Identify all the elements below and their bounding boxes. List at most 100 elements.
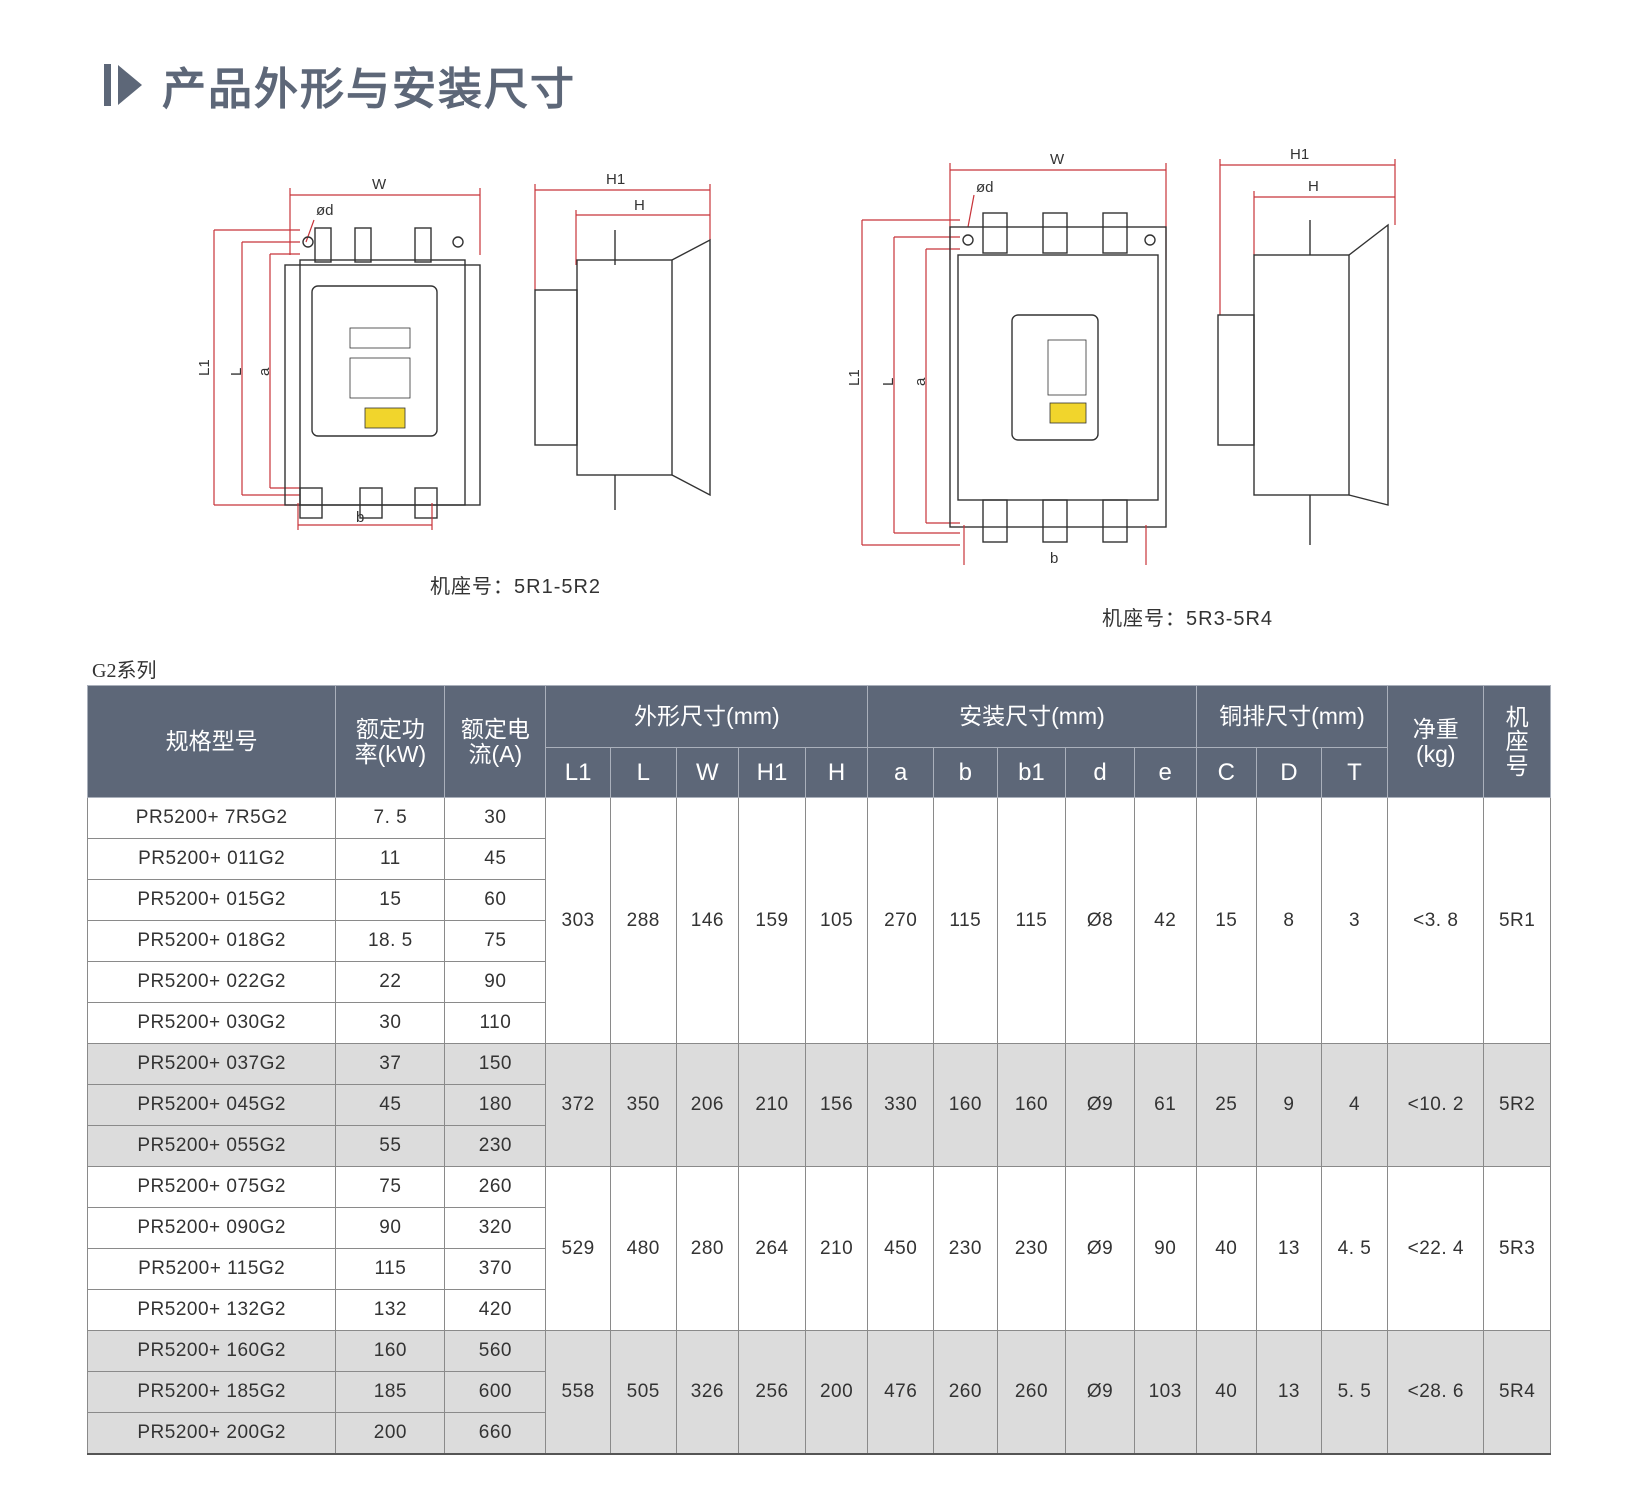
cell-current: 560: [444, 1330, 547, 1372]
subheader-d: d: [1065, 747, 1135, 798]
cell-model: PR5200+ 030G2: [86, 1002, 337, 1044]
cell-current: 90: [444, 961, 547, 1003]
cell-current: 75: [444, 920, 547, 962]
cell-power: 11: [335, 838, 446, 880]
cell-model: PR5200+ 200G2: [86, 1412, 337, 1455]
cell-current: 180: [444, 1084, 547, 1126]
cell-dimension: 42: [1133, 797, 1197, 1044]
subheader-e: e: [1133, 747, 1197, 798]
cell-current: 45: [444, 838, 547, 880]
cell-dimension: 288: [609, 797, 677, 1044]
cell-current: 660: [444, 1412, 547, 1455]
cell-dimension: Ø9: [1065, 1330, 1135, 1455]
cell-dimension: Ø9: [1065, 1166, 1135, 1331]
cell-current: 320: [444, 1207, 547, 1249]
dim-b-label: b: [356, 509, 364, 526]
cell-dimension: 200: [804, 1330, 869, 1455]
cell-power: 30: [335, 1002, 446, 1044]
dim-b-label: b: [1050, 550, 1058, 565]
cell-model: PR5200+ 115G2: [86, 1248, 337, 1290]
cell-dimension: 450: [867, 1166, 935, 1331]
cell-power: 55: [335, 1125, 446, 1167]
cell-dimension: 476: [867, 1330, 935, 1455]
subheader-b: b: [933, 747, 998, 798]
cell-power: 7. 5: [335, 797, 446, 839]
subheader-a: a: [867, 747, 935, 798]
cell-current: 370: [444, 1248, 547, 1290]
title-bar-icon: [104, 64, 111, 106]
cell-power: 132: [335, 1289, 446, 1331]
cell-dimension: Ø9: [1065, 1043, 1135, 1167]
cell-model: PR5200+ 160G2: [86, 1330, 337, 1372]
cell-dimension: 210: [738, 1043, 806, 1167]
cell-power: 37: [335, 1043, 446, 1085]
subheader-h1: H1: [738, 747, 806, 798]
cell-current: 260: [444, 1166, 547, 1208]
cell-model: PR5200+ 090G2: [86, 1207, 337, 1249]
cell-dimension: 103: [1133, 1330, 1197, 1455]
cell-power: 45: [335, 1084, 446, 1126]
cell-power: 115: [335, 1248, 446, 1290]
cell-model: PR5200+ 132G2: [86, 1289, 337, 1331]
cell-dimension: 115: [996, 797, 1067, 1044]
cell-dimension: 210: [804, 1166, 869, 1331]
cell-dimension: 13: [1256, 1166, 1322, 1331]
cell-power: 200: [335, 1412, 446, 1455]
cell-model: PR5200+ 018G2: [86, 920, 337, 962]
cell-dimension: 105: [804, 797, 869, 1044]
cell-dimension: Ø8: [1065, 797, 1135, 1044]
drawing-5r1-5r2: W ød L1 L a b H1 H: [196, 171, 711, 530]
cell-model: PR5200+ 045G2: [86, 1084, 337, 1126]
cell-dimension: 156: [804, 1043, 869, 1167]
cell-model: PR5200+ 185G2: [86, 1371, 337, 1413]
cell-dimension: 206: [675, 1043, 740, 1167]
cell-model: PR5200+ 075G2: [86, 1166, 337, 1208]
cell-dimension: 230: [933, 1166, 998, 1331]
cell-dimension: 480: [609, 1166, 677, 1331]
header-power: 额定功率(kW): [335, 685, 446, 798]
cell-power: 22: [335, 961, 446, 1003]
cell-dimension: 260: [933, 1330, 998, 1455]
cell-model: PR5200+ 011G2: [86, 838, 337, 880]
cell-dimension: 260: [996, 1330, 1067, 1455]
cell-dimension: 5R2: [1483, 1043, 1551, 1167]
cell-dimension: <10. 2: [1387, 1043, 1485, 1167]
dim-a-label: a: [256, 367, 273, 376]
dim-h-label: H: [634, 197, 645, 214]
subheader-h: H: [804, 747, 869, 798]
cell-dimension: 270: [867, 797, 935, 1044]
dim-a-label: a: [912, 377, 929, 386]
cell-power: 75: [335, 1166, 446, 1208]
cell-dimension: 5R4: [1483, 1330, 1551, 1455]
page-title: 产品外形与安装尺寸: [162, 64, 576, 115]
dim-h1-label: H1: [606, 171, 625, 188]
title-arrow-icon: [118, 65, 142, 105]
cell-dimension: 230: [996, 1166, 1067, 1331]
header-install: 安装尺寸(mm): [867, 685, 1197, 748]
drawing-caption-right: 机座号：5R3-5R4: [1102, 608, 1274, 630]
cell-dimension: 40: [1195, 1330, 1258, 1455]
cell-dimension: 256: [738, 1330, 806, 1455]
cell-current: 230: [444, 1125, 547, 1167]
cell-power: 185: [335, 1371, 446, 1413]
cell-dimension: <28. 6: [1387, 1330, 1485, 1455]
dim-h-label: H: [1308, 178, 1319, 195]
subheader-w: W: [675, 747, 740, 798]
cell-model: PR5200+ 055G2: [86, 1125, 337, 1167]
dim-d-label: ød: [976, 179, 994, 196]
cell-dimension: 3: [1320, 797, 1389, 1044]
drawing-caption-left: 机座号：5R1-5R2: [430, 576, 602, 598]
cell-power: 160: [335, 1330, 446, 1372]
header-outline: 外形尺寸(mm): [545, 685, 869, 748]
